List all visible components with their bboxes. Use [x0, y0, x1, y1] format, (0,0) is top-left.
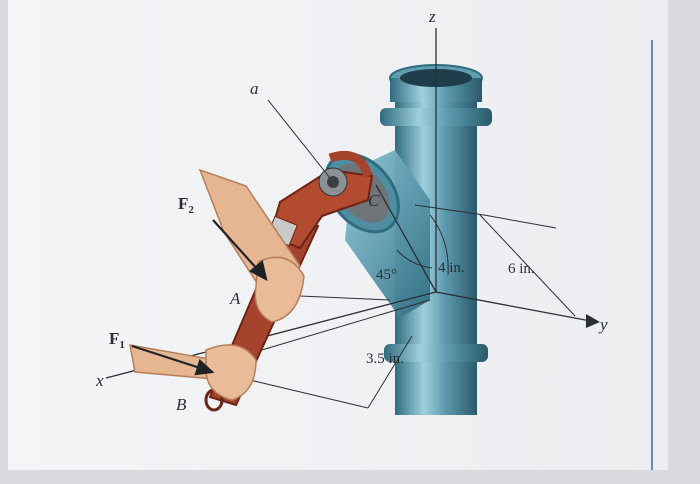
dim-35-ext	[367, 335, 413, 409]
label-f2: F2	[178, 194, 194, 216]
label-angle-45: 45°	[376, 267, 397, 283]
label-f2-letter: F	[178, 194, 188, 213]
label-f1-sub: 1	[119, 339, 125, 351]
wrench-hook	[328, 150, 373, 178]
arc-4in	[429, 214, 449, 276]
label-4in: 4 in.	[438, 260, 465, 276]
pipe-ring-lower	[384, 344, 488, 362]
label-B: B	[176, 395, 187, 414]
labels: z y x a A B C F2 F1 45° 4 in. 6 in. 3.5 …	[95, 7, 608, 414]
wrench-ref-line2	[299, 295, 391, 301]
dim-6in-line	[479, 214, 576, 317]
label-f2-sub: 2	[188, 204, 194, 216]
label-f1: F1	[109, 329, 125, 351]
dim-35-line	[249, 379, 369, 409]
label-A: A	[229, 289, 241, 308]
force-f1-arrow-line	[131, 344, 201, 370]
force-f1-arrowhead	[194, 359, 215, 376]
label-6in: 6 in.	[508, 261, 535, 277]
wrench-nut-hole	[327, 176, 339, 188]
force-f2-arrowhead	[249, 260, 268, 282]
label-a: a	[250, 79, 259, 98]
dim-4in-ext	[414, 204, 485, 216]
upper-hand	[254, 256, 305, 323]
label-3-5in: 3.5 in.	[366, 351, 404, 367]
force-arrows	[131, 219, 268, 376]
branch-axis	[375, 184, 437, 293]
wrench-ref-line	[254, 299, 431, 353]
angle-arc-45	[396, 249, 433, 269]
label-y: y	[598, 315, 608, 334]
page-paper	[8, 0, 668, 470]
label-z: z	[428, 7, 436, 26]
dimension-lines	[249, 204, 576, 409]
label-C: C	[368, 191, 380, 210]
lower-hand	[205, 344, 257, 401]
label-f1-letter: F	[109, 329, 119, 348]
pointer-a	[267, 99, 331, 179]
dim-6in-ext	[483, 214, 557, 229]
force-f2-arrow-line	[212, 219, 259, 271]
y-axis	[435, 291, 597, 323]
label-x: x	[95, 371, 104, 390]
y-axis-arrowhead	[586, 314, 600, 328]
